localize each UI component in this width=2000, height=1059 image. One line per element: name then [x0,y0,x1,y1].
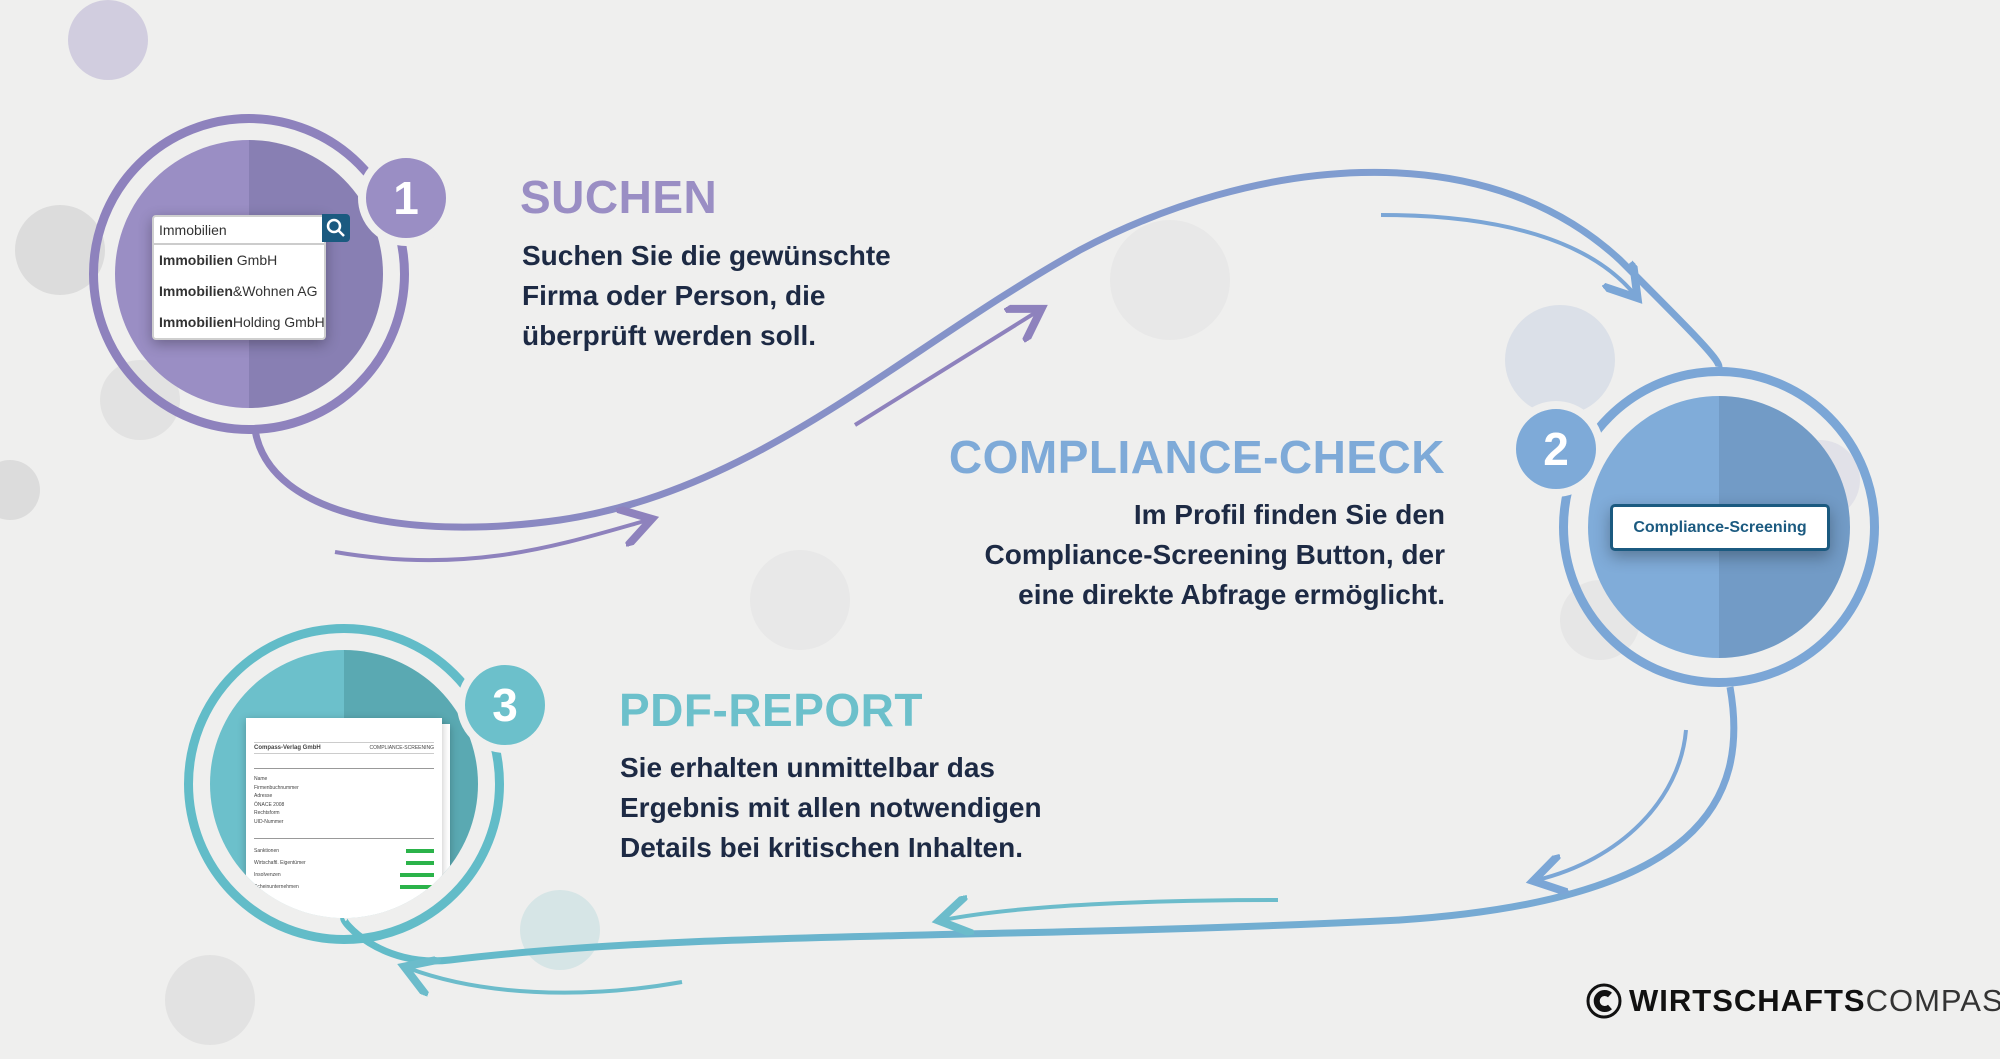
text-line: Sie erhalten unmittelbar das [620,752,995,783]
logo-text-bold: WIRTSCHAFTS [1629,983,1866,1018]
pdf-report-preview: Compass-Verlag GmbH COMPLIANCE-SCREENING… [246,718,442,918]
text-line: überprüft werden soll. [522,320,817,351]
compass-logo-icon [1586,983,1622,1019]
step-3-text: Sie erhalten unmittelbar das Ergebnis mi… [620,748,1042,868]
search-option[interactable]: ImmobilienHolding GmbH [154,307,325,338]
step-3-title: PDF-REPORT [619,684,923,736]
pdf-row: Firmenbuchnummer [254,784,299,791]
pdf-row: Name [254,776,268,782]
logo-text-light: COMPASS [1865,983,2000,1018]
search-dropdown: Immobilien Immobilien GmbH Immobilien&Wo… [152,215,326,340]
search-option[interactable]: Immobilien GmbH [154,245,324,276]
option-rest: GmbH [232,252,278,268]
search-input[interactable]: Immobilien [154,217,324,245]
compliance-screening-button[interactable]: Compliance-Screening [1610,504,1830,551]
pdf-row: Rechtsform [254,810,280,816]
pdf-check-row: Wirtschaftl. Eigentümer [254,857,434,869]
arrow-5 [943,900,1279,920]
text-line: Im Profil finden Sie den [1133,499,1445,530]
pdf-row: Adresse [254,793,273,799]
text-line: Ergebnis mit allen notwendigen [620,792,1042,823]
arrow-3 [1380,213,1635,295]
step-2-ring [1559,367,1879,687]
pdf-row: UID-Nummer [254,818,284,825]
step-1-text: Suchen Sie die gewünschte Firma oder Per… [522,236,891,356]
arrow-1 [334,520,648,563]
step-3-ring [184,624,504,944]
pdf-check-row: Sanktionen [254,845,434,857]
text-line: Suchen Sie die gewünschte [522,240,891,271]
text-line: Compliance-Screening Button, der [984,539,1446,570]
arrow-6 [408,968,683,993]
pdf-check-row: Insolvenzen [254,869,434,881]
step-1-ring [89,114,409,434]
search-button[interactable] [322,214,350,242]
arrow-2 [853,311,1038,427]
option-rest: Holding GmbH [232,314,325,330]
step-3-disc: Compass-Verlag GmbH COMPLIANCE-SCREENING… [210,650,478,918]
step-3-badge: 3 [457,657,553,753]
option-rest: &Wohnen AG [232,283,318,299]
step-2-badge: 2 [1508,401,1604,497]
step-2-text: Im Profil finden Sie den Compliance-Scre… [985,495,1446,615]
pdf-section: COMPLIANCE-SCREENING [369,745,434,751]
search-option[interactable]: Immobilien&Wohnen AG [154,276,324,307]
step-1-title: SUCHEN [520,171,718,223]
option-match: Immobilien [159,283,233,299]
text-line: eine direkte Abfrage ermöglicht. [1018,579,1445,610]
flow-curve-1 [251,168,1723,531]
pdf-company: Compass-Verlag GmbH [254,745,321,751]
pdf-row: ÖNACE 2008 [254,801,285,808]
option-match: Immobilien [159,252,233,268]
wirtschaftscompass-logo: WIRTSCHAFTSCOMPASS [1585,982,2000,1020]
step-2-title: COMPLIANCE-CHECK [948,431,1445,483]
option-match: Immobilien [159,314,233,330]
pdf-check-row: Scheinunternehmen [254,881,434,893]
text-line: Details bei kritischen Inhalten. [620,832,1024,863]
text-line: Firma oder Person, die [522,280,826,311]
step-1-badge: 1 [358,150,454,246]
arrow-4 [1537,729,1688,880]
search-icon [326,218,345,237]
